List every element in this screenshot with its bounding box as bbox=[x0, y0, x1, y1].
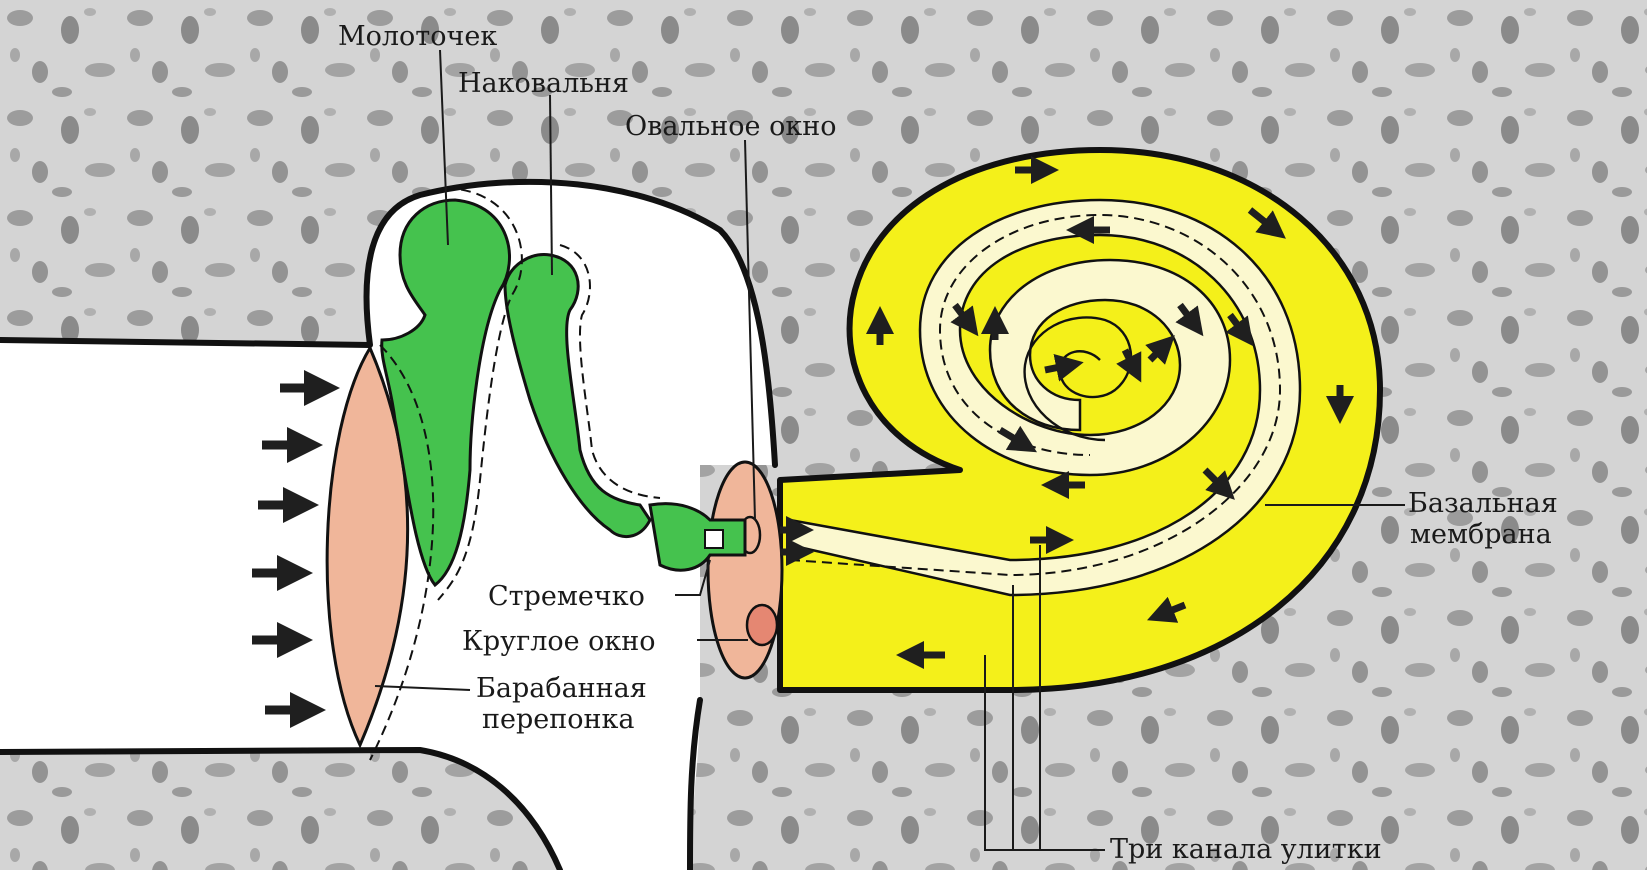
label-three-canals: Три канала улитки bbox=[1110, 834, 1382, 865]
label-stapes: Стремечко bbox=[488, 581, 645, 612]
label-eardrum-line2: перепонка bbox=[482, 704, 634, 735]
label-malleus: Молоточек bbox=[338, 21, 497, 52]
stapes-footplate-hole bbox=[705, 530, 723, 548]
label-basilar-line1: Базальная bbox=[1408, 488, 1558, 519]
window-plate bbox=[708, 462, 782, 678]
flow-arrow-17 bbox=[1045, 365, 1070, 370]
label-eardrum-line1: Барабанная bbox=[476, 673, 647, 704]
label-round-window: Круглое окно bbox=[462, 626, 656, 657]
label-oval-window: Овальное окно bbox=[625, 111, 836, 142]
label-incus: Наковальня bbox=[458, 68, 629, 99]
round-window bbox=[747, 605, 777, 645]
label-basilar-line2: мембрана bbox=[1410, 519, 1552, 550]
